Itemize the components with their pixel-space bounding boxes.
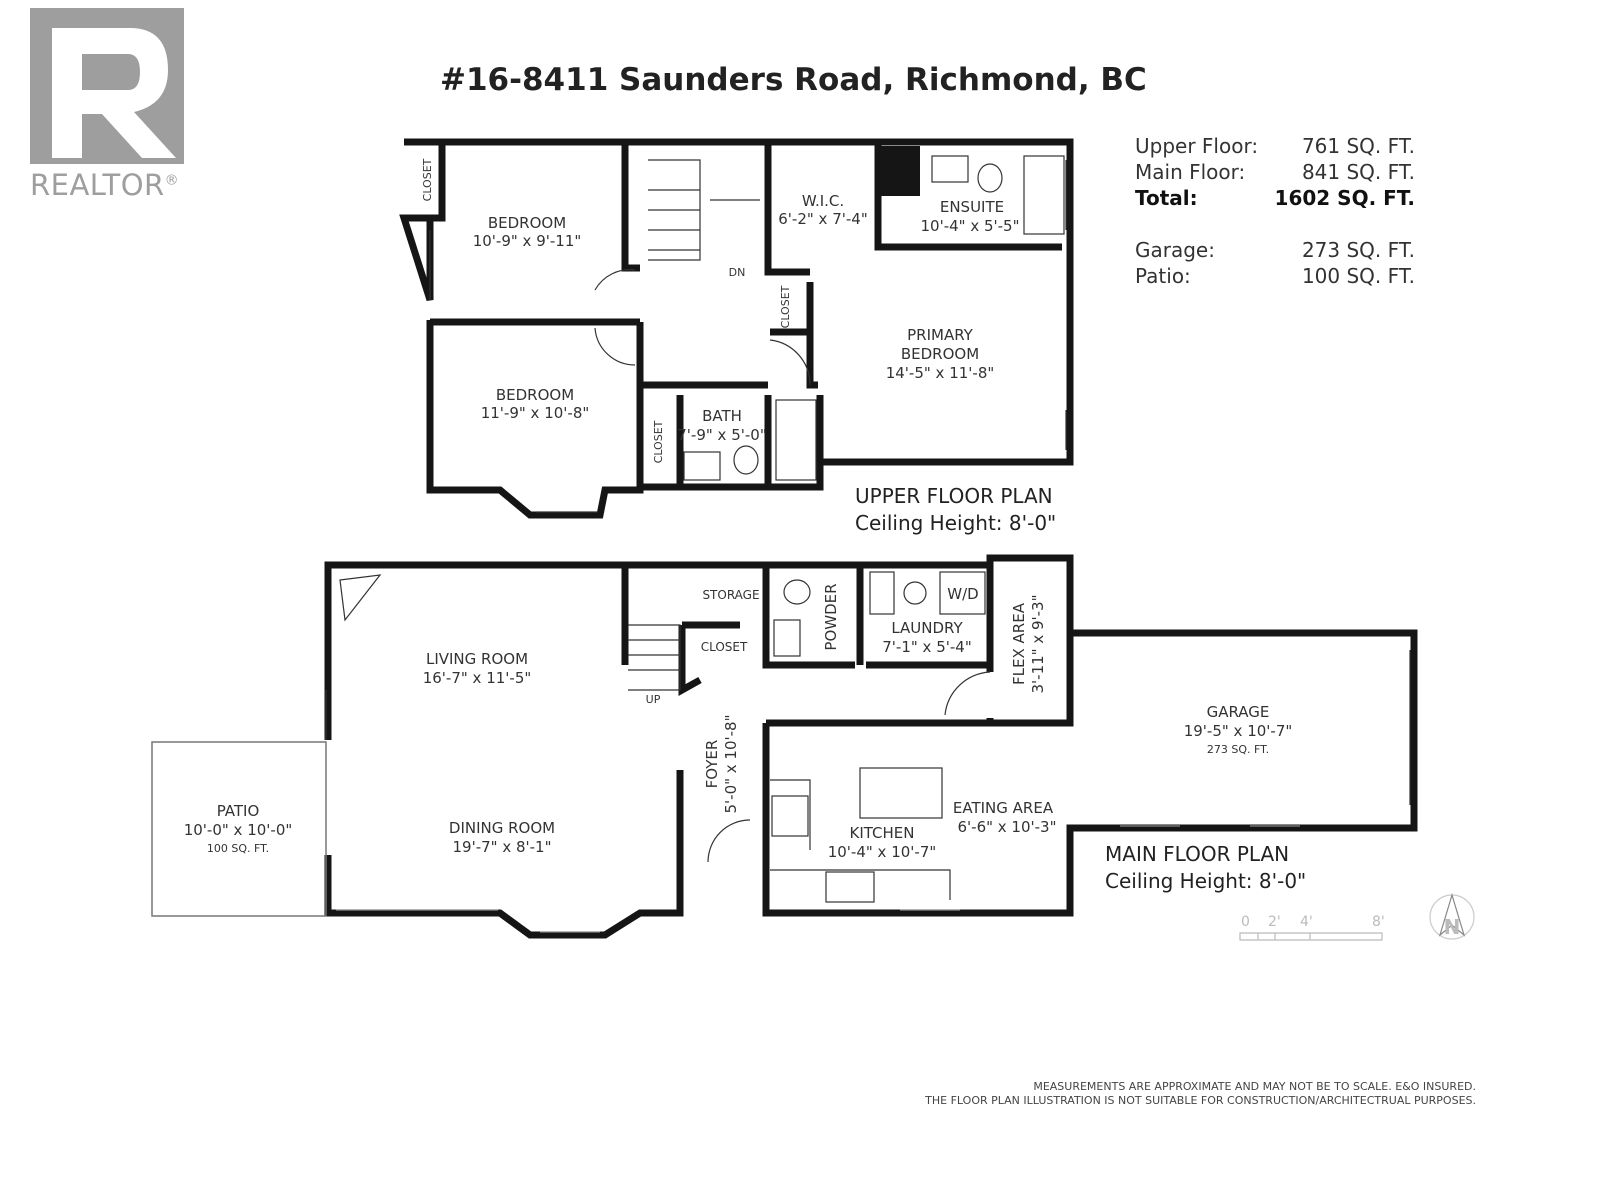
room-name-bath: BATH — [702, 407, 742, 425]
room-dim-flex: 3'-11" x 9'-3" — [1029, 594, 1047, 693]
room-name-flex: FLEX AREA — [1010, 602, 1028, 685]
room-dim-laundry: 7'-1" x 5'-4" — [882, 638, 971, 656]
room-name-bedroom: BEDROOM — [496, 386, 574, 404]
area-value: 100 SQ. FT. — [1301, 264, 1415, 288]
main-floor-walls — [151, 554, 1418, 939]
scale-tick: 4' — [1300, 914, 1313, 930]
realtor-r-mark — [30, 8, 184, 164]
disclaimer-line: THE FLOOR PLAN ILLUSTRATION IS NOT SUITA… — [925, 1094, 1476, 1107]
room-name-primary: PRIMARY — [907, 326, 974, 344]
area-label: Main Floor: — [1135, 160, 1246, 184]
disclaimer: MEASUREMENTS ARE APPROXIMATE AND MAY NOT… — [925, 1080, 1476, 1108]
area-summary: Upper Floor: 761 SQ. FT. Main Floor: 841 S… — [1135, 134, 1415, 290]
room-label-closet: CLOSET — [701, 640, 748, 654]
scale-tick: 8' — [1372, 914, 1385, 930]
area-label: Patio: — [1135, 264, 1191, 288]
room-dim-living: 16'-7" x 11'-5" — [423, 669, 532, 687]
room-name-garage: GARAGE — [1207, 703, 1270, 721]
compass-label: N — [1444, 915, 1461, 939]
upper-floor-walls — [399, 138, 1074, 519]
room-dim-bedroom: 10'-9" x 9'-11" — [473, 232, 582, 250]
scale-tick: 0 — [1241, 914, 1250, 930]
stairs-up-label: UP — [646, 693, 661, 706]
main-floor-title: MAIN FLOOR PLAN — [1105, 842, 1290, 866]
room-dim-wic: 6'-2" x 7'-4" — [778, 210, 867, 228]
room-area-garage: 273 SQ. FT. — [1207, 743, 1269, 756]
room-name-foyer: FOYER — [703, 740, 721, 789]
north-arrow-icon: N — [1429, 892, 1475, 940]
room-dim-garage: 19'-5" x 10'-7" — [1184, 722, 1293, 740]
room-name-ensuite: ENSUITE — [940, 198, 1004, 216]
room-name-laundry: LAUNDRY — [891, 619, 963, 637]
room-dim-bath: 7'-9" x 5'-0" — [677, 426, 766, 444]
area-value: 761 SQ. FT. — [1301, 134, 1415, 158]
room-label-closet: CLOSET — [421, 158, 434, 201]
room-name-wic: W.I.C. — [802, 192, 844, 210]
room-dim-dining: 19'-7" x 8'-1" — [452, 838, 551, 856]
room-dim-kitchen: 10'-4" x 10'-7" — [828, 843, 937, 861]
room-label-closet: CLOSET — [779, 285, 792, 328]
room-dim-foyer: 5'-0" x 10'-8" — [722, 714, 740, 813]
area-label: Total: — [1135, 186, 1198, 210]
room-area-patio: 100 SQ. FT. — [207, 842, 269, 855]
upper-floor-title: UPPER FLOOR PLAN — [855, 484, 1053, 508]
room-name-powder: POWDER — [822, 583, 840, 650]
stairs-down-label: DN — [729, 266, 746, 279]
room-name-living: LIVING ROOM — [426, 650, 528, 668]
room-dim-primary: 14'-5" x 11'-8" — [886, 364, 995, 382]
main-floor-labels: LIVING ROOM 16'-7" x 11'-5" DINING ROOM … — [184, 583, 1293, 861]
room-dim-patio: 10'-0" x 10'-0" — [184, 821, 293, 839]
area-value: 1602 SQ. FT. — [1274, 186, 1415, 210]
room-name-primary: BEDROOM — [901, 345, 979, 363]
room-name-patio: PATIO — [217, 802, 260, 820]
room-name-dining: DINING ROOM — [449, 819, 555, 837]
page-title: #16-8411 Saunders Road, Richmond, BC — [440, 62, 1147, 98]
upper-floor-labels: CLOSET BEDROOM 10'-9" x 9'-11" BEDROOM 1… — [421, 158, 1020, 463]
realtor-text: REALTOR — [30, 168, 165, 202]
room-name-kitchen: KITCHEN — [850, 824, 915, 842]
main-floor-heading: MAIN FLOOR PLAN Ceiling Height: 8'-0" — [1105, 841, 1306, 895]
washer-dryer-label: W/D — [947, 585, 978, 603]
upper-floor-ceiling: Ceiling Height: 8'-0" — [855, 511, 1057, 535]
scale-bar: 0 2' 4' 8' — [1239, 914, 1385, 941]
area-label: Garage: — [1135, 238, 1215, 262]
main-floor-ceiling: Ceiling Height: 8'-0" — [1105, 869, 1307, 893]
room-name-eating: EATING AREA — [953, 799, 1054, 817]
room-label-storage: STORAGE — [702, 588, 759, 602]
room-dim-bedroom: 11'-9" x 10'-8" — [481, 404, 590, 422]
disclaimer-line: MEASUREMENTS ARE APPROXIMATE AND MAY NOT… — [1033, 1080, 1476, 1093]
realtor-logo: REALTOR® — [30, 8, 200, 202]
area-label: Upper Floor: — [1135, 134, 1259, 158]
room-name-bedroom: BEDROOM — [488, 214, 566, 232]
room-label-closet: CLOSET — [652, 420, 665, 463]
room-dim-eating: 6'-6" x 10'-3" — [957, 818, 1056, 836]
room-dim-ensuite: 10'-4" x 5'-5" — [920, 217, 1019, 235]
area-value: 273 SQ. FT. — [1301, 238, 1415, 262]
upper-floor-heading: UPPER FLOOR PLAN Ceiling Height: 8'-0" — [855, 483, 1056, 537]
area-value: 841 SQ. FT. — [1301, 160, 1415, 184]
scale-tick: 2' — [1268, 914, 1281, 930]
registered-mark: ® — [164, 172, 180, 189]
